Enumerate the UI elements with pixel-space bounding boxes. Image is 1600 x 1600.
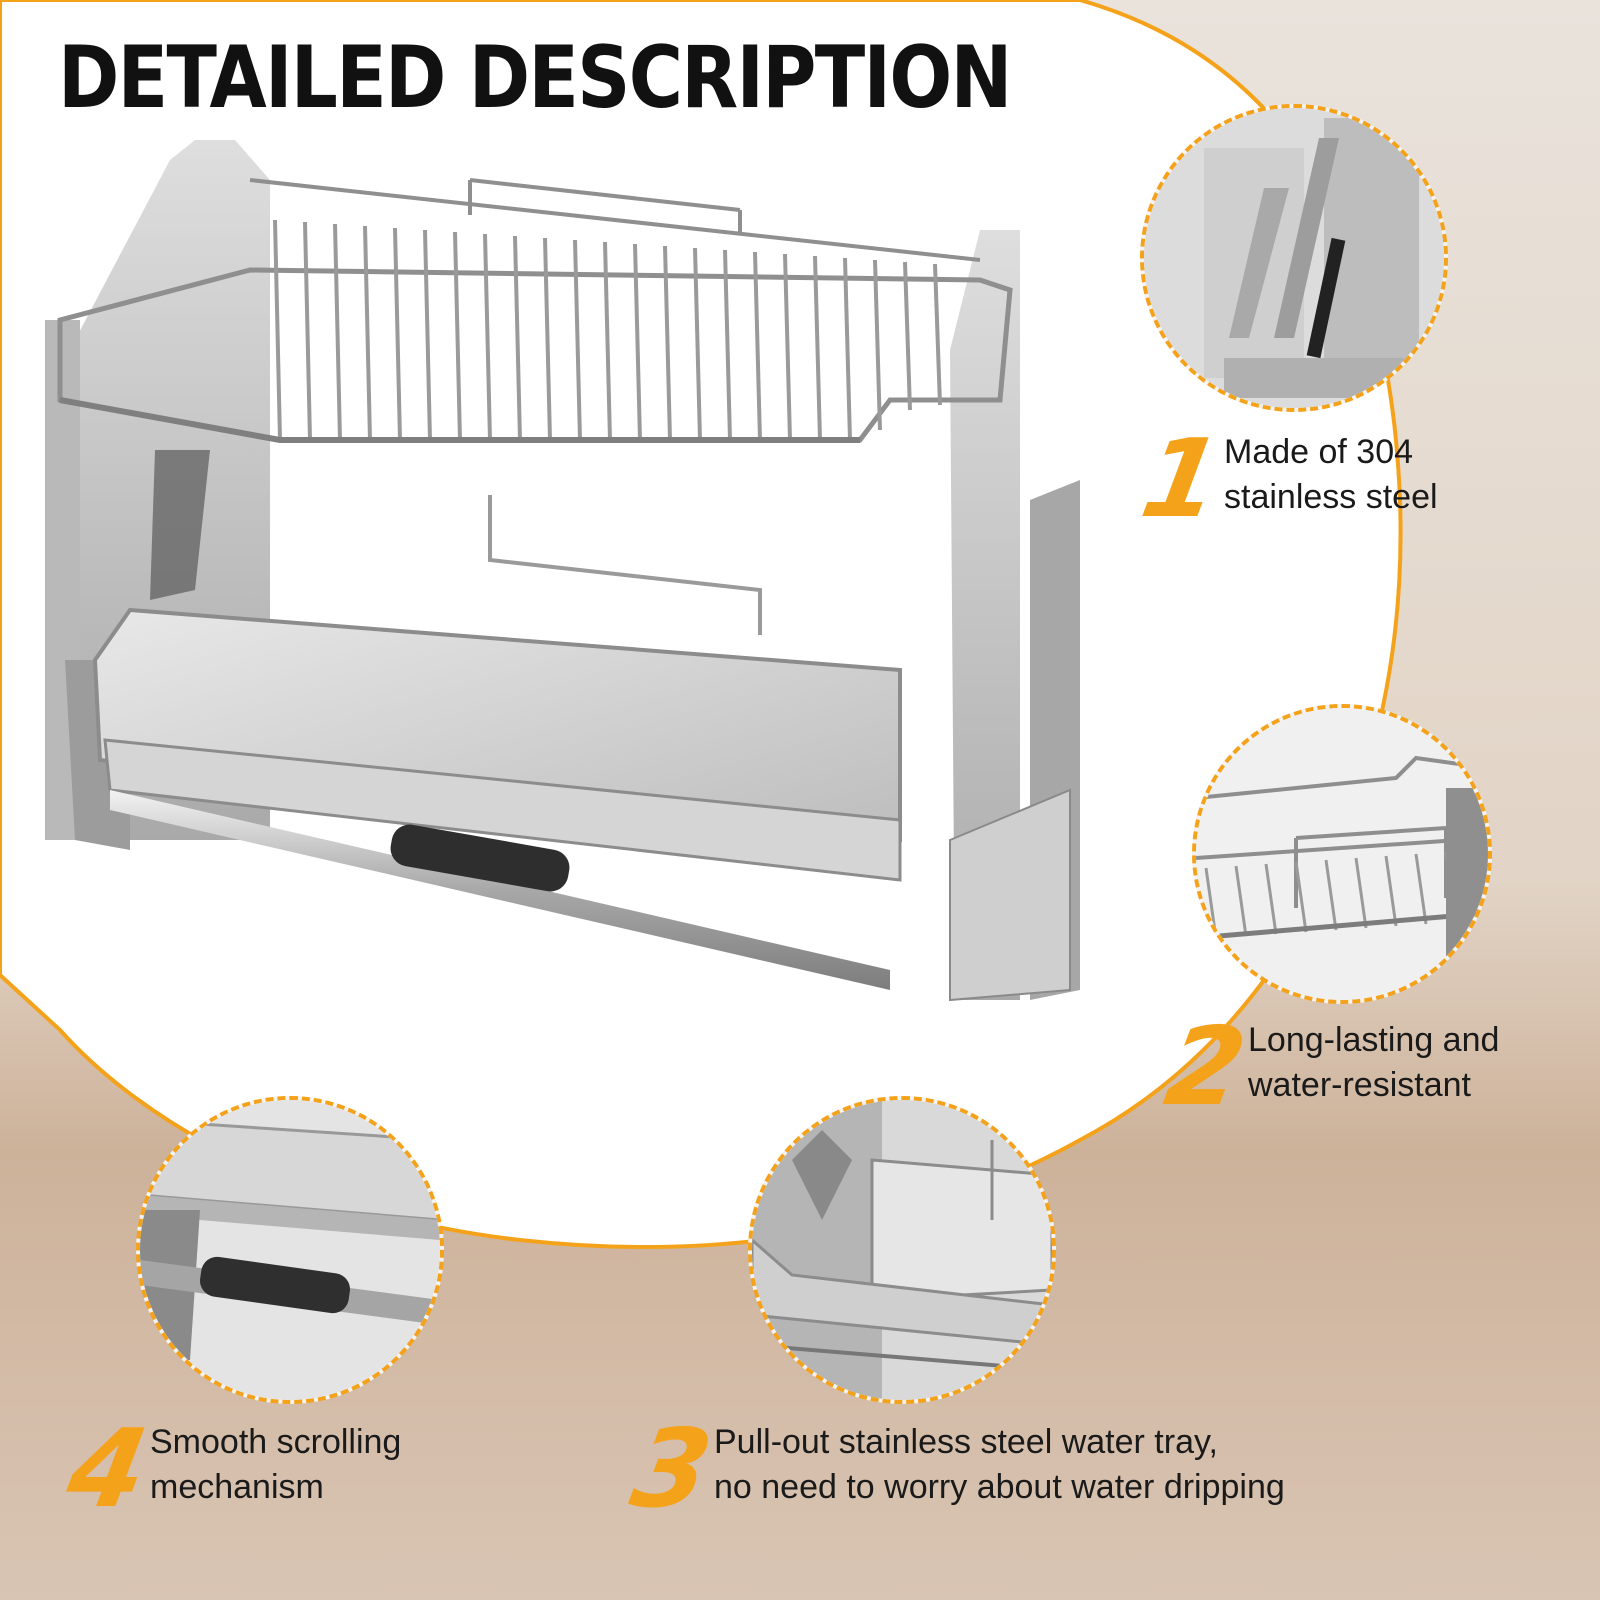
handle-bar-icon (140, 1100, 440, 1400)
detail-image-2 (1192, 704, 1492, 1004)
feature-1-text: Made of 304 stainless steel (1224, 430, 1438, 520)
feature-3-line-2: no need to worry about water dripping (714, 1468, 1285, 1506)
feature-2-number: 2 (1157, 1005, 1255, 1130)
feature-3-number: 3 (623, 1407, 721, 1532)
feature-2: 2 Long-lasting and water-resistant (1157, 1005, 1499, 1130)
feature-3: 3 Pull-out stainless steel water tray, n… (623, 1407, 1285, 1532)
feature-1-number: 1 (1133, 417, 1231, 542)
feature-1-line-2: stainless steel (1224, 478, 1438, 516)
feature-4-text: Smooth scrolling mechanism (150, 1420, 401, 1510)
feature-3-line-1: Pull-out stainless steel water tray, (714, 1423, 1218, 1461)
water-tray-icon (752, 1100, 1052, 1400)
feature-4-number: 4 (59, 1407, 157, 1532)
feature-4: 4 Smooth scrolling mechanism (59, 1407, 401, 1532)
detail-image-3 (748, 1096, 1056, 1404)
detail-image-4 (136, 1096, 444, 1404)
page-title: DETAILED DESCRIPTION (58, 28, 1012, 128)
feature-1: 1 Made of 304 stainless steel (1133, 417, 1438, 542)
main-product-image (45, 140, 1080, 1002)
feature-1-line-1: Made of 304 (1224, 433, 1414, 471)
gas-spring-hinge-icon (1144, 108, 1444, 408)
feature-4-line-2: mechanism (150, 1468, 324, 1506)
feature-2-line-2: water-resistant (1248, 1066, 1471, 1104)
detail-image-1 (1140, 104, 1448, 412)
feature-2-line-1: Long-lasting and (1248, 1021, 1500, 1059)
feature-3-text: Pull-out stainless steel water tray, no … (714, 1420, 1285, 1510)
feature-2-text: Long-lasting and water-resistant (1248, 1018, 1499, 1108)
feature-4-line-1: Smooth scrolling (150, 1423, 402, 1461)
wire-rack-icon (1196, 708, 1488, 1000)
